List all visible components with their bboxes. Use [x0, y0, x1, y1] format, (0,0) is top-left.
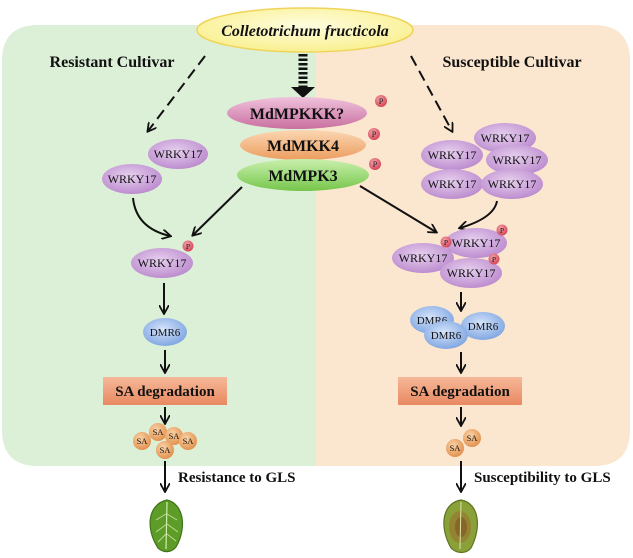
svg-text:P: P: [186, 242, 190, 251]
wrky17-protein: WRKY17: [102, 164, 162, 194]
wrky17-protein: WRKY17: [481, 169, 543, 199]
phosphorylated-wrky17: WRKY17 P: [131, 240, 194, 278]
phospho-mark-mpk3: P: [369, 158, 381, 170]
svg-text:SA degradation: SA degradation: [115, 384, 215, 400]
kinase-phospho-marks: P P P: [368, 95, 387, 170]
susceptible-wrky-cluster: WRKY17 WRKY17 WRKY17 WRKY17 WRKY17: [421, 123, 548, 199]
dmr6-protein: DMR6: [424, 321, 468, 349]
healthy-leaf-icon: [149, 499, 184, 553]
sa-molecule: SA: [179, 432, 197, 450]
mpk3-to-resistant-wrky-arrow: [193, 186, 243, 235]
svg-text:SA: SA: [169, 431, 181, 441]
wrky17-protein: WRKY17: [421, 140, 483, 170]
wrky17-protein: WRKY17: [148, 139, 208, 169]
susceptible-phospho-wrky-cluster: WRKY17 P WRKY17 P WRKY17 P: [392, 224, 508, 288]
svg-text:P: P: [373, 160, 378, 169]
svg-text:P: P: [372, 130, 377, 139]
resistant-panel: [2, 25, 316, 466]
sa-molecule: SA: [446, 439, 464, 457]
sa-molecule: SA: [149, 423, 167, 441]
pathogen-label: Colletotrichum fructicola: [221, 23, 389, 40]
resistant-sa-cluster: SA SA SA SA SA: [133, 423, 197, 459]
svg-text:SA: SA: [183, 436, 195, 446]
susceptible-wrky-to-phospho-arrow: [460, 200, 498, 228]
pathogen-node: Colletotrichum fructicola: [196, 7, 414, 53]
svg-text:WRKY17: WRKY17: [154, 147, 203, 161]
sa-molecule: SA: [156, 441, 174, 459]
background-panels: [2, 25, 630, 466]
sa-molecule: SA: [133, 432, 151, 450]
svg-text:WRKY17: WRKY17: [399, 251, 448, 265]
resistant-dmr6: DMR6: [143, 318, 187, 346]
diseased-leaf-icon: [443, 499, 478, 554]
phospho-mark-mkk4: P: [368, 128, 380, 140]
svg-text:P: P: [500, 226, 504, 235]
resistant-wrky-to-phospho-arrow: [132, 197, 170, 236]
dmr6-protein: DMR6: [461, 312, 505, 340]
phospho-mark-mpkkk: P: [375, 95, 387, 107]
svg-text:SA: SA: [153, 427, 165, 437]
svg-text:MdMPKKK?: MdMPKKK?: [250, 106, 344, 123]
pathogen-to-resistant-arrow: [148, 55, 206, 131]
svg-text:DMR6: DMR6: [468, 321, 499, 333]
svg-text:DMR6: DMR6: [150, 327, 181, 339]
susceptible-sa-cluster: SA SA: [446, 429, 481, 457]
wrky17-protein: WRKY17: [421, 169, 483, 199]
sa-molecule: SA: [463, 429, 481, 447]
kinase-mkk4: MdMKK4: [240, 130, 366, 160]
svg-text:SA degradation: SA degradation: [410, 384, 510, 400]
resistant-sa-degradation-box: SA degradation: [103, 377, 227, 405]
kinase-mpkkk: MdMPKKK?: [227, 97, 367, 129]
svg-text:DMR6: DMR6: [431, 330, 462, 342]
resistant-wrky-cluster: WRKY17 WRKY17: [102, 139, 208, 194]
susceptible-dmr6-cluster: DMR6 DMR6 DMR6: [410, 306, 505, 349]
susceptibility-outcome-label: Susceptibility to GLS: [474, 470, 611, 486]
svg-text:WRKY17: WRKY17: [428, 148, 477, 162]
svg-text:SA: SA: [450, 443, 462, 453]
resistant-cultivar-label: Resistant Cultivar: [50, 54, 175, 71]
svg-text:SA: SA: [467, 433, 479, 443]
svg-text:WRKY17: WRKY17: [481, 131, 530, 145]
svg-text:WRKY17: WRKY17: [447, 266, 496, 280]
svg-text:WRKY17: WRKY17: [108, 172, 157, 186]
kinase-mpk3: MdMPK3: [237, 159, 369, 191]
susceptible-cultivar-label: Susceptible Cultivar: [442, 54, 581, 71]
svg-text:MdMKK4: MdMKK4: [267, 138, 339, 155]
phosphorylated-wrky17: WRKY17 P: [440, 253, 502, 288]
svg-text:WRKY17: WRKY17: [493, 153, 542, 167]
svg-text:P: P: [379, 97, 384, 106]
svg-text:P: P: [492, 255, 496, 264]
wrky17-protein: WRKY17: [486, 145, 548, 175]
svg-text:WRKY17: WRKY17: [428, 177, 477, 191]
phosphorylated-wrky17: WRKY17 P: [392, 236, 454, 273]
svg-text:P: P: [444, 238, 448, 247]
svg-text:WRKY17: WRKY17: [452, 236, 501, 250]
phosphorylated-wrky17: WRKY17 P: [445, 224, 508, 258]
mpk3-to-susceptible-wrky-arrow: [359, 185, 436, 232]
svg-text:SA: SA: [137, 436, 149, 446]
svg-text:SA: SA: [160, 445, 172, 455]
sa-molecule: SA: [165, 427, 183, 445]
svg-text:WRKY17: WRKY17: [488, 177, 537, 191]
resistance-outcome-label: Resistance to GLS: [178, 470, 296, 486]
svg-text:MdMPK3: MdMPK3: [268, 168, 337, 185]
pathogen-to-kinase-arrow: [291, 54, 315, 98]
susceptible-sa-degradation-box: SA degradation: [398, 377, 522, 405]
pathogen-to-susceptible-arrow: [410, 55, 452, 131]
svg-text:WRKY17: WRKY17: [138, 256, 187, 270]
